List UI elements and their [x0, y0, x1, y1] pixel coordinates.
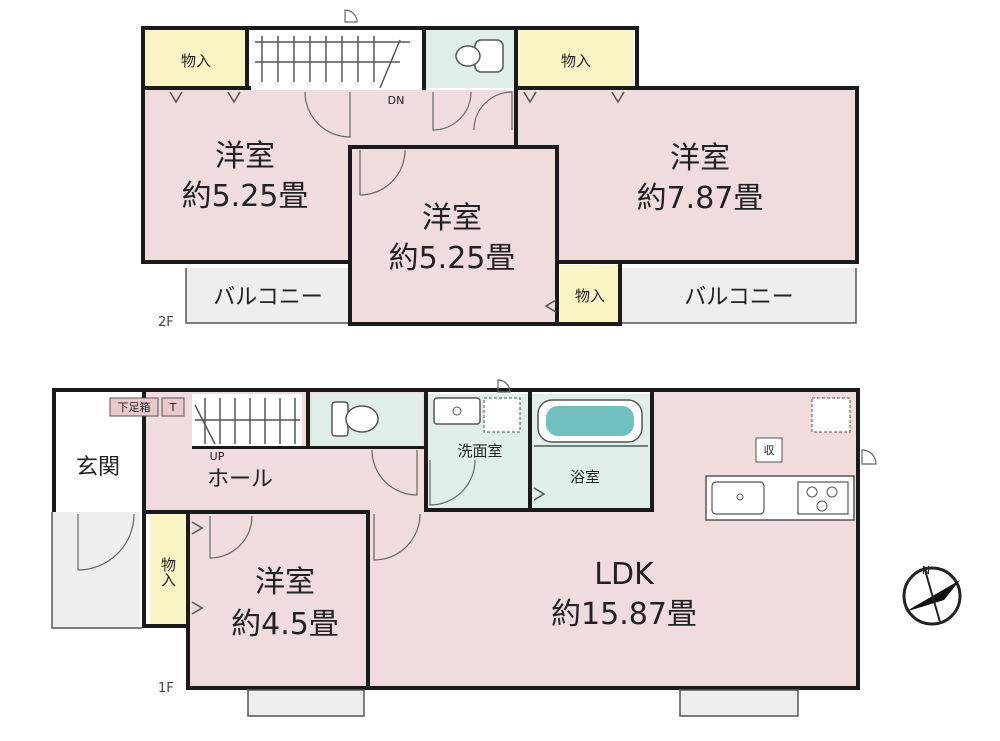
- hall-label: ホール: [207, 467, 273, 492]
- washer-space: [483, 397, 521, 433]
- storage-2f-ne: [518, 30, 633, 88]
- room-2f-west-name: 洋室: [215, 139, 275, 174]
- storage-2f-small-label: 物入: [575, 287, 605, 305]
- room-1f-west: [190, 514, 366, 686]
- hall-2f: [352, 90, 518, 148]
- floor-2: 洋室 約5.25畳 洋室 約5.25畳 洋室 約7.87畳 物入 物入 物入 バ…: [141, 9, 859, 330]
- porch: [52, 512, 140, 628]
- balcony-2f-east: [622, 268, 856, 323]
- stairs-2f: [248, 30, 423, 88]
- washroom-label: 洗面室: [457, 442, 502, 460]
- shoe-box: [109, 397, 159, 417]
- floor-1: 下足箱 T 収: [51, 379, 877, 717]
- room-2f-east-area: 約7.87畳: [637, 181, 764, 216]
- stairs-1f-treads: [194, 398, 300, 445]
- stairs-2f-treads: [255, 36, 410, 89]
- balcony-2f-west-label: バルコニー: [213, 285, 323, 310]
- bathroom-label: 浴室: [570, 468, 600, 486]
- room-1f-west-area: 約4.5畳: [231, 607, 339, 642]
- balcony-2f-west: [186, 268, 350, 323]
- room-2f-east: [518, 90, 856, 260]
- ldk-area: 約15.87畳: [551, 597, 697, 632]
- storage-1f-side-label: 物入: [159, 557, 177, 587]
- floor-2-label: 2F: [158, 315, 174, 330]
- room-2f-west-area: 約5.25畳: [182, 179, 309, 214]
- stove: [797, 481, 849, 515]
- bathtub-water: [546, 406, 634, 436]
- storage-2f-ne-label: 物入: [561, 52, 591, 70]
- fridge-space: [811, 397, 851, 433]
- entrance-label: 玄関: [76, 455, 120, 480]
- room-2f-west: [145, 90, 355, 260]
- floor-1-label: 1F: [158, 681, 174, 696]
- room-2f-center-name: 洋室: [422, 201, 482, 236]
- shoe-box-label: 下足箱: [118, 400, 151, 414]
- storage-2f-nw-label: 物入: [181, 52, 211, 70]
- toilet-2f-fixture: [455, 39, 504, 73]
- shoe-mark: T: [169, 401, 177, 414]
- storage-label: 収: [764, 444, 775, 457]
- compass-icon: N: [902, 564, 962, 626]
- storage-1f-side: [150, 514, 186, 624]
- ldk: [370, 510, 856, 686]
- toilet-1f-fixture: [331, 401, 379, 437]
- kitchen-sink: [711, 481, 765, 515]
- stairs-2f-label: DN: [388, 94, 405, 107]
- balcony-2f-east-label: バルコニー: [684, 285, 794, 310]
- ldk-name: LDK: [594, 557, 655, 592]
- storage-2f-small: [560, 265, 620, 323]
- room-2f-east-name: 洋室: [670, 141, 730, 176]
- room-1f-west-name: 洋室: [255, 565, 315, 600]
- storage-2f-nw: [145, 30, 245, 88]
- room-2f-center-area: 約5.25畳: [389, 241, 516, 276]
- wash-basin: [433, 397, 481, 425]
- compass-letter: N: [922, 564, 930, 577]
- stairs-1f-label: UP: [210, 450, 225, 463]
